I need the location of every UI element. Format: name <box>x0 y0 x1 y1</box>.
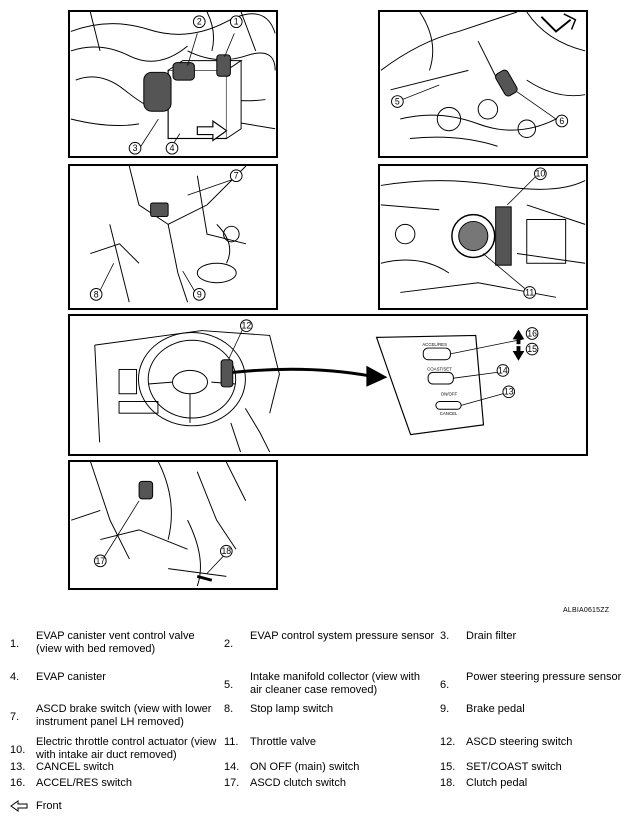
front-label: Front <box>36 800 62 812</box>
callout-17: 17 <box>95 556 105 566</box>
coast-set-label: COAST/SET <box>427 366 452 371</box>
front-arrow-icon <box>563 13 577 30</box>
legend-text: Intake manifold collector (view with air… <box>250 671 420 696</box>
callout-16: 16 <box>527 328 537 338</box>
callout-12: 12 <box>242 321 252 331</box>
legend-text: ASCD brake switch (view with lower instr… <box>36 703 212 728</box>
front-legend: Front <box>10 800 62 812</box>
hollow-arrow-left-icon <box>10 800 28 812</box>
legend-text: CANCEL switch <box>36 761 114 773</box>
cancel-button[interactable] <box>435 401 462 410</box>
legend-text: Throttle valve <box>250 736 317 748</box>
legend-text: ASCD clutch switch <box>250 777 346 789</box>
legend-text: Clutch pedal <box>466 777 528 789</box>
legend-text: Power steering pressure sensor <box>466 671 622 683</box>
legend-number: 7. <box>10 711 20 723</box>
legend-text: EVAP control system pressure sensor <box>250 630 435 642</box>
callout-5: 5 <box>395 96 400 106</box>
legend-number: 9. <box>440 703 450 715</box>
figure-id: ALBIA0615ZZ <box>563 607 610 614</box>
panel-evap-canister: 1 2 3 4 <box>68 10 278 158</box>
callout-8: 8 <box>94 289 99 299</box>
callout-3: 3 <box>133 143 138 153</box>
throttle-actuator-drawing: 10 11 <box>380 167 586 299</box>
callout-13: 13 <box>504 387 514 397</box>
on-off-label: ON/OFF <box>441 392 458 397</box>
panel-brake-switch: 7 8 9 <box>68 164 278 310</box>
callout-10: 10 <box>536 169 546 179</box>
callout-1: 1 <box>234 17 239 27</box>
callout-11: 11 <box>525 287 534 297</box>
legend-number: 1. <box>10 638 20 650</box>
callout-9: 9 <box>197 289 202 299</box>
panel-clutch-switch: 17 18 <box>68 460 278 590</box>
legend-number: 6. <box>440 679 450 691</box>
legend-number: 15. <box>440 761 456 773</box>
legend-text: EVAP canister <box>36 671 106 683</box>
legend-text: Electric throttle control actuator (view… <box>36 736 217 761</box>
double-arrow-icon <box>512 329 525 361</box>
legend-number: 2. <box>224 638 234 650</box>
legend-text: Drain filter <box>466 630 517 642</box>
callout-2: 2 <box>197 17 202 27</box>
cancel-label: CANCEL <box>440 411 458 416</box>
callout-18: 18 <box>221 546 231 556</box>
evap-canister-drawing: 1 2 3 4 <box>70 12 276 155</box>
callout-14: 14 <box>498 365 508 375</box>
callout-6: 6 <box>559 116 564 126</box>
legend-number: 17. <box>224 777 240 789</box>
legend-number: 11. <box>224 736 239 748</box>
steering-switch-drawing: 12 ACCEL/RES COAST/SET ON/OFF CANCEL 16 … <box>94 319 539 453</box>
legend-number: 3. <box>440 630 450 642</box>
front-arrow-icon <box>196 119 228 142</box>
legend-number: 16. <box>10 777 26 789</box>
intake-manifold-drawing: 5 6 <box>380 12 586 147</box>
legend-number: 4. <box>10 671 20 683</box>
panel-intake-manifold: 5 6 <box>378 10 588 158</box>
legend-number: 12. <box>440 736 456 748</box>
legend-number: 10. <box>10 744 26 756</box>
callout-4: 4 <box>170 143 175 153</box>
legend-number: 13. <box>10 761 26 773</box>
legend-text: ASCD steering switch <box>466 736 573 748</box>
callout-7: 7 <box>234 171 239 181</box>
legend-number: 5. <box>224 679 234 691</box>
panel-throttle-actuator: 10 11 <box>378 164 588 310</box>
legend-text: EVAP canister vent control valve (view w… <box>36 630 195 655</box>
callout-15: 15 <box>527 344 537 354</box>
legend-text: Brake pedal <box>466 703 525 715</box>
legend-text: Stop lamp switch <box>250 703 334 715</box>
legend-text: ON OFF (main) switch <box>250 761 360 773</box>
accel-res-button[interactable] <box>422 347 451 361</box>
clutch-switch-drawing: 17 18 <box>71 462 247 587</box>
accel-res-label: ACCEL/RES <box>422 342 447 347</box>
legend-number: 14. <box>224 761 240 773</box>
brake-switch-drawing: 7 8 9 <box>89 166 247 303</box>
legend-number: 18. <box>440 777 456 789</box>
legend-number: 8. <box>224 703 234 715</box>
legend-text: ACCEL/RES switch <box>36 777 132 789</box>
panel-steering-switch: 12 ACCEL/RES COAST/SET ON/OFF CANCEL 16 … <box>68 314 588 456</box>
legend-text: SET/COAST switch <box>466 761 562 773</box>
coast-set-button[interactable] <box>427 371 454 385</box>
